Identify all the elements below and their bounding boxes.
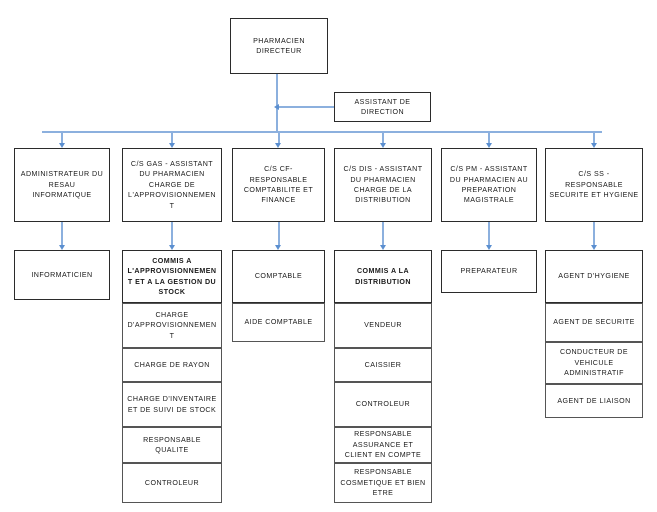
node-label: CONTROLEUR — [355, 400, 411, 409]
connector-bus-to-pm — [488, 131, 490, 143]
node-label: C/S SS - RESPONSABLE SECURITE ET HYGIENE — [549, 170, 639, 200]
node-label: PREPARATEUR — [460, 267, 518, 276]
connector-arrowhead-dis — [379, 142, 386, 148]
node-role-gas-1[interactable]: CHARGE D'APPROVISIONNEMENT — [122, 303, 222, 348]
node-role-gas-3[interactable]: CHARGE D'INVENTAIRE ET DE SUIVI DE STOCK — [122, 382, 222, 427]
node-label: PHARMACIEN DIRECTEUR — [253, 36, 305, 55]
node-role-dis-0[interactable]: COMMIS A LA DISTRIBUTION — [334, 250, 432, 303]
connector-bus-to-gas — [171, 131, 173, 143]
connector-arrowhead-cf — [275, 142, 281, 148]
node-label: C/S DIS - ASSISTANT DU PHARMACIEN CHARGE… — [343, 165, 423, 205]
node-role-gas-5[interactable]: CONTROLEUR — [122, 463, 222, 503]
connector-director-stem — [276, 74, 278, 132]
node-role-gas-4[interactable]: RESPONSABLE QUALITE — [122, 427, 222, 463]
node-role-dis-4[interactable]: RESPONSABLE ASSURANCE ET CLIENT EN COMPT… — [334, 427, 432, 463]
node-role-dis-3[interactable]: CONTROLEUR — [334, 382, 432, 427]
node-label: COMMIS A L'APPROVISIONNEMENT ET A LA GES… — [127, 256, 217, 296]
node-assistant-de-direction[interactable]: ASSISTANT DE DIRECTION — [334, 92, 431, 122]
node-role-cf-1[interactable]: AIDE COMPTABLE — [232, 303, 325, 342]
node-department-gas[interactable]: C/S GAS - ASSISTANT DU PHARMACIEN CHARGE… — [122, 148, 222, 222]
connector-arrowhead-informatique-children — [58, 244, 65, 250]
node-role-gas-2[interactable]: CHARGE DE RAYON — [122, 348, 222, 382]
connector-bus-to-cf — [277, 131, 280, 143]
node-role-cf-0[interactable]: COMPTABLE — [232, 250, 325, 303]
node-label: CHARGE DE RAYON — [134, 360, 210, 369]
node-label: ASSISTANT DE DIRECTION — [354, 97, 411, 116]
node-label: ADMINISTRATEUR DU RESAU INFORMATIQUE — [20, 170, 104, 200]
connector-ss-to-children — [593, 222, 595, 245]
node-label: INFORMATICIEN — [31, 270, 93, 279]
node-role-informatique-0[interactable]: INFORMATICIEN — [14, 250, 110, 300]
connector-arrowhead-pm-children — [485, 244, 492, 250]
connector-informatique-to-children — [61, 222, 63, 245]
connector-cf-to-children — [277, 222, 280, 245]
node-label: RESPONSABLE QUALITE — [143, 435, 201, 454]
node-label: COMMIS A LA DISTRIBUTION — [355, 267, 411, 286]
node-label: C/S CF- RESPONSABLE COMPTABILITE ET FINA… — [243, 165, 314, 205]
connector-arrowhead-informatique — [58, 142, 65, 148]
connector-arrowhead-dis-children — [379, 244, 386, 250]
node-label: RESPONSABLE ASSURANCE ET CLIENT EN COMPT… — [344, 430, 422, 460]
node-role-ss-1[interactable]: AGENT DE SECURITE — [545, 303, 643, 342]
node-department-dis[interactable]: C/S DIS - ASSISTANT DU PHARMACIEN CHARGE… — [334, 148, 432, 222]
connector-bus-to-dis — [382, 131, 384, 143]
node-department-informatique[interactable]: ADMINISTRATEUR DU RESAU INFORMATIQUE — [14, 148, 110, 222]
connector-bus-to-ss — [593, 131, 595, 143]
node-label: RESPONSABLE COSMETIQUE ET BIEN ETRE — [340, 468, 426, 498]
node-role-dis-1[interactable]: VENDEUR — [334, 303, 432, 348]
node-label: AGENT DE LIAISON — [557, 396, 631, 405]
node-department-pm[interactable]: C/S PM - ASSISTANT DU PHARMACIEN AU PREP… — [441, 148, 537, 222]
node-label: VENDEUR — [364, 321, 402, 330]
node-role-ss-0[interactable]: AGENT D'HYGIENE — [545, 250, 643, 303]
node-role-dis-5[interactable]: RESPONSABLE COSMETIQUE ET BIEN ETRE — [334, 463, 432, 503]
connector-arrowhead-ss-children — [590, 244, 597, 250]
node-label: CAISSIER — [364, 360, 402, 369]
node-role-pm-0[interactable]: PREPARATEUR — [441, 250, 537, 293]
node-label: AGENT D'HYGIENE — [558, 272, 630, 281]
node-label: CONTROLEUR — [144, 478, 200, 487]
connector-gas-to-children — [171, 222, 173, 245]
node-role-ss-3[interactable]: AGENT DE LIAISON — [545, 384, 643, 418]
connector-bus-to-informatique — [61, 131, 63, 143]
connector-arrowhead-gas-children — [168, 244, 175, 250]
node-label: AGENT DE SECURITE — [553, 318, 635, 327]
node-label: CONDUCTEUR DE VEHICULE ADMINISTRATIF — [559, 348, 629, 378]
node-label: CHARGE D'APPROVISIONNEMENT — [127, 310, 217, 340]
connector-arrowhead-cf-children — [275, 244, 281, 250]
connector-assistant-arrowhead — [274, 103, 279, 110]
node-label: COMPTABLE — [254, 272, 303, 281]
node-role-dis-2[interactable]: CAISSIER — [334, 348, 432, 382]
node-department-ss[interactable]: C/S SS - RESPONSABLE SECURITE ET HYGIENE — [545, 148, 643, 222]
connector-pm-to-children — [488, 222, 490, 245]
node-pharmacien-directeur[interactable]: PHARMACIEN DIRECTEUR — [230, 18, 328, 74]
connector-assistant-to-stem — [278, 106, 334, 108]
connector-arrowhead-gas — [168, 142, 175, 148]
node-department-cf[interactable]: C/S CF- RESPONSABLE COMPTABILITE ET FINA… — [232, 148, 325, 222]
node-label: C/S GAS - ASSISTANT DU PHARMACIEN CHARGE… — [128, 159, 216, 210]
connector-arrowhead-ss — [590, 142, 597, 148]
node-role-gas-0[interactable]: COMMIS A L'APPROVISIONNEMENT ET A LA GES… — [122, 250, 222, 303]
node-label: CHARGE D'INVENTAIRE ET DE SUIVI DE STOCK — [127, 395, 217, 414]
connector-arrowhead-pm — [485, 142, 492, 148]
connector-dis-to-children — [382, 222, 384, 245]
node-label: C/S PM - ASSISTANT DU PHARMACIEN AU PREP… — [449, 165, 529, 205]
node-role-ss-2[interactable]: CONDUCTEUR DE VEHICULE ADMINISTRATIF — [545, 342, 643, 384]
node-label: AIDE COMPTABLE — [244, 318, 313, 327]
connector-department-bus — [42, 131, 602, 133]
